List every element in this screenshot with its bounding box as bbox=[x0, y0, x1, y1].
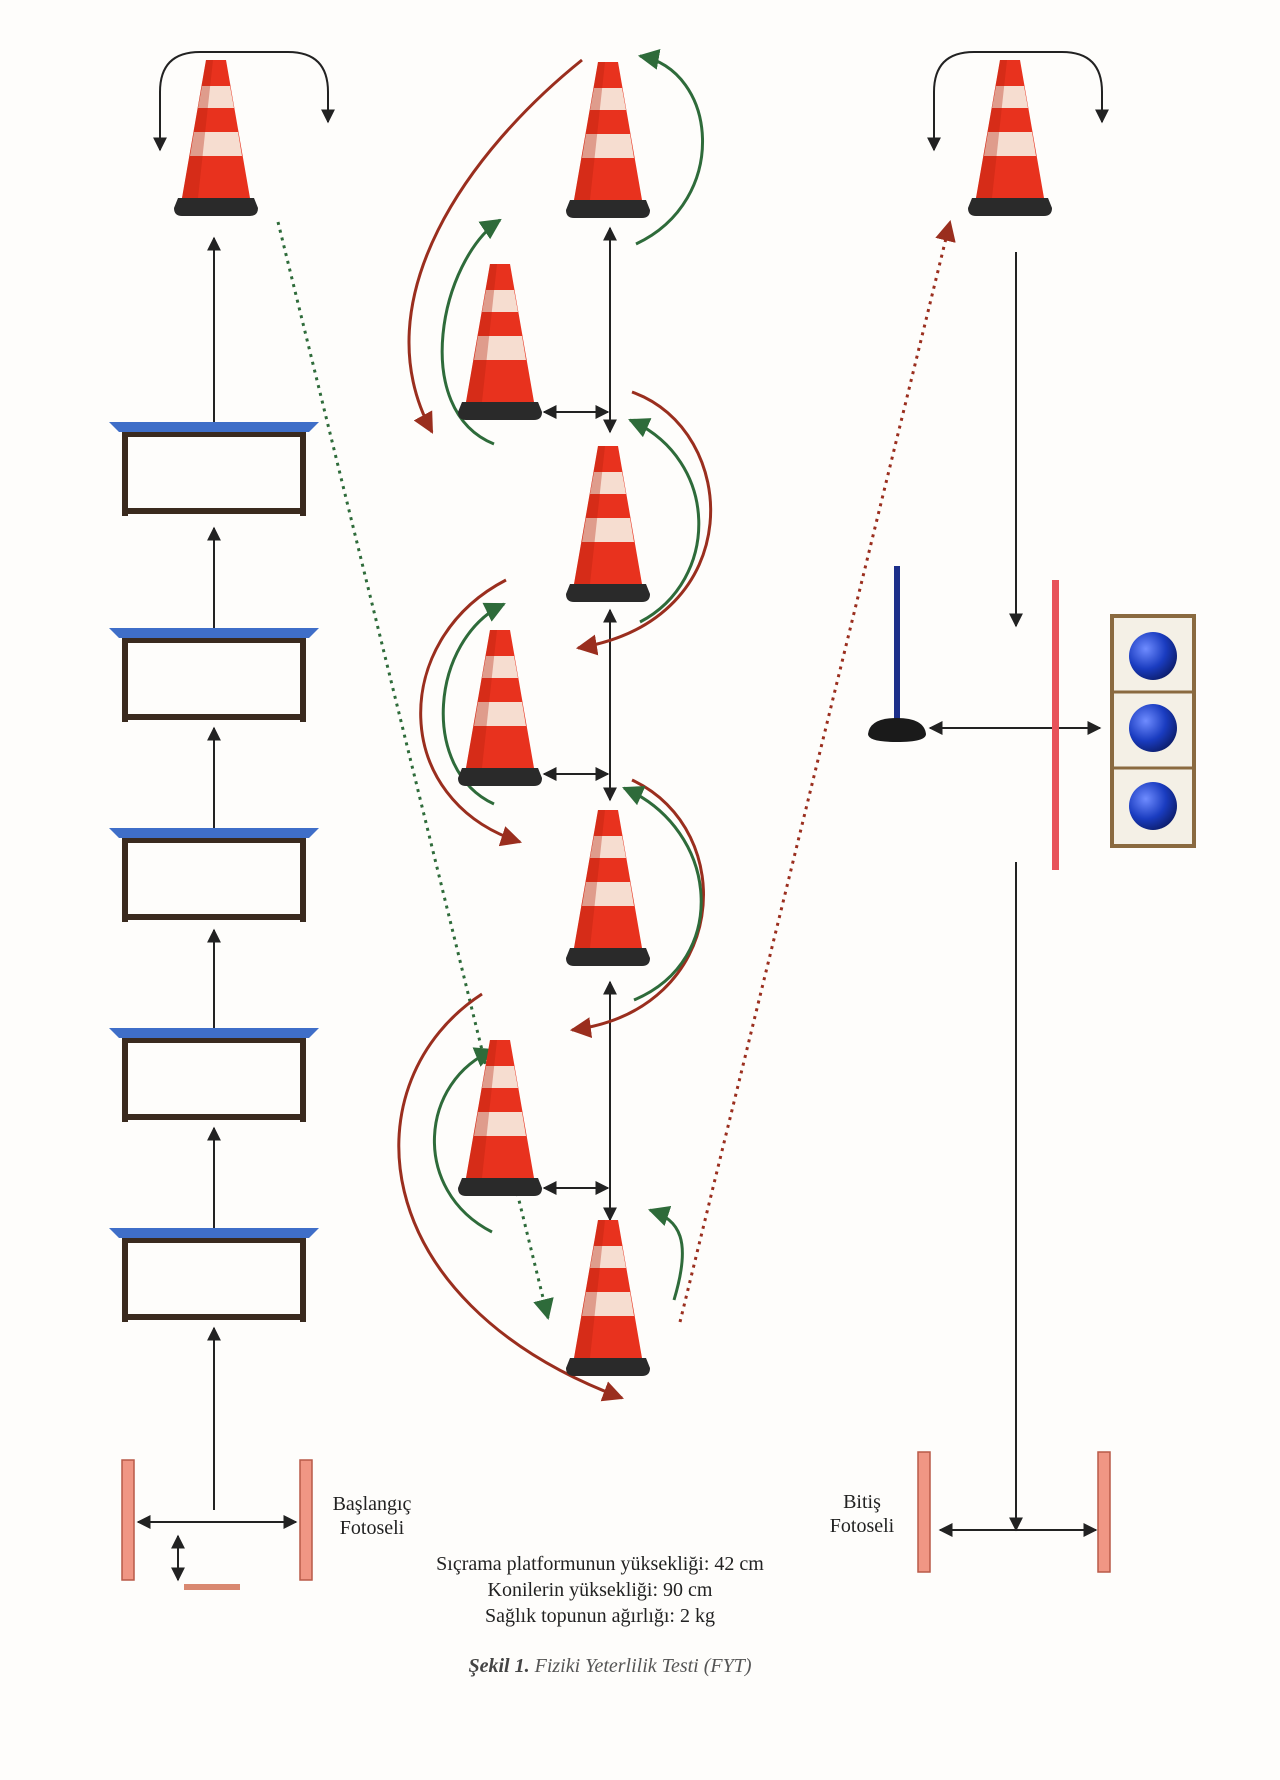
start-photocell bbox=[121, 1459, 313, 1590]
finish-photocell-label: Bitiş bbox=[843, 1491, 881, 1513]
traffic-cone-icon bbox=[458, 264, 542, 420]
right-return-path bbox=[927, 51, 1109, 1537]
jump-platform-icon bbox=[109, 422, 319, 516]
slalom-red-path bbox=[397, 58, 713, 1402]
medicine-ball-icon bbox=[1110, 614, 1196, 848]
dotted-path-to-finish bbox=[678, 219, 956, 1323]
slalom-green-path bbox=[432, 49, 704, 1301]
traffic-cone-icon bbox=[968, 60, 1052, 216]
finish-photocell bbox=[917, 1451, 1111, 1573]
traffic-cone-icon bbox=[566, 1220, 650, 1376]
slalom-distance-arrows bbox=[542, 226, 617, 1222]
traffic-cone-icon bbox=[174, 60, 258, 216]
jump-platform-icon bbox=[109, 628, 319, 722]
throw-line bbox=[1052, 580, 1059, 870]
traffic-cone-icon bbox=[566, 810, 650, 966]
traffic-cone-icon bbox=[566, 446, 650, 602]
jump-platform-icon bbox=[109, 828, 319, 922]
ball-weight-note: Sağlık topunun ağırlığı: 2 kg bbox=[485, 1605, 715, 1627]
figure-title: Fiziki Yeterlilik Testi (FYT) bbox=[534, 1655, 752, 1677]
left-forward-path bbox=[153, 51, 335, 1510]
start-photocell-label-2: Fotoseli bbox=[340, 1517, 405, 1539]
slalom-pole-icon bbox=[868, 566, 926, 742]
jump-platform-icon bbox=[109, 1228, 319, 1322]
jump-platform-icon bbox=[109, 1028, 319, 1122]
traffic-cone-icon bbox=[566, 62, 650, 218]
finish-photocell-label-2: Fotoseli bbox=[830, 1515, 895, 1537]
platform-height-note: Sıçrama platformunun yüksekliği: 42 cm bbox=[436, 1553, 764, 1575]
figure-caption: Şekil 1. Fiziki Yeterlilik Testi (FYT) bbox=[469, 1655, 752, 1677]
traffic-cone-icon bbox=[458, 630, 542, 786]
cone-height-note: Konilerin yüksekliği: 90 cm bbox=[488, 1579, 713, 1601]
figure-number: Şekil 1. bbox=[469, 1655, 530, 1677]
start-photocell-label: Başlangıç bbox=[333, 1493, 412, 1515]
